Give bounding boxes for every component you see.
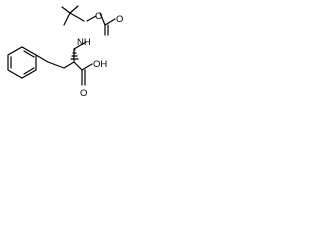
amino-acid-backbone bbox=[63, 41, 93, 86]
molecule-structure: NH O O OH O bbox=[7, 5, 123, 99]
carbamate-group bbox=[86, 12, 116, 36]
carbamate-ester-oxygen-label: O bbox=[95, 11, 102, 22]
acid-carbonyl-oxygen-label: O bbox=[80, 88, 87, 99]
hashed-wedge-bond bbox=[70, 49, 79, 60]
tert-butyl-group bbox=[61, 5, 85, 26]
hydroxyl-label: OH bbox=[93, 59, 107, 70]
benzyl-group bbox=[7, 46, 65, 79]
carbamate-carbonyl-oxygen-label: O bbox=[116, 14, 123, 25]
amine-label: NH bbox=[77, 37, 91, 48]
